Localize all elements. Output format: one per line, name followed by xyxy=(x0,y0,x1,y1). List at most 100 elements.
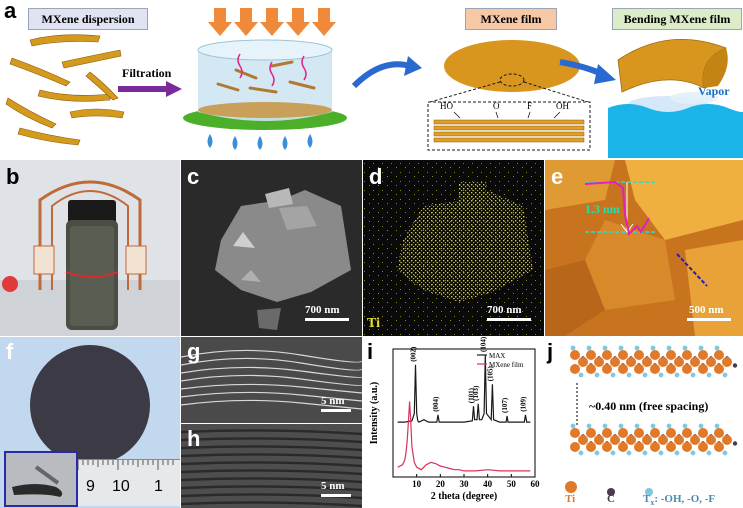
ti-atom-icon xyxy=(565,481,577,493)
xrd-peak-label-4: (104) xyxy=(479,337,487,352)
upper-layer-tx-atom xyxy=(618,345,624,351)
xrd-xtick-label-4: 50 xyxy=(507,479,517,489)
lower-layer-ti-atom xyxy=(690,435,700,445)
legend-c xyxy=(607,483,615,501)
vapor-label: Vapor xyxy=(698,84,730,98)
panel-d: d Ti 700 nm xyxy=(363,160,544,336)
upper-layer-c-atom xyxy=(732,363,738,368)
upper-layer-ti-atom xyxy=(602,364,612,374)
group-o: O xyxy=(493,101,500,111)
upper-layer-tx-atom xyxy=(698,345,704,351)
upper-layer-tx-atom xyxy=(570,345,576,351)
panel-e-label: e xyxy=(551,164,564,189)
lower-layer-tx-atom xyxy=(586,423,592,429)
filtration-label: Filtration xyxy=(122,66,172,80)
legend-tx-groups: : -OH, -O, -F xyxy=(654,493,716,505)
xrd-peak-label-5: (105) xyxy=(486,365,494,381)
lower-layer-tx-atom xyxy=(618,423,624,429)
panel-h-scale-bar xyxy=(321,494,351,497)
lower-layer-ti-atom xyxy=(714,428,724,438)
upper-layer-ti-atom xyxy=(570,364,580,374)
panel-f: 9 10 1 f xyxy=(0,337,180,508)
lower-layer-ti-atom xyxy=(682,442,692,452)
xrd-ylabel: Intensity (a.u.) xyxy=(369,382,380,445)
lower-layer-tx-atom xyxy=(626,450,632,456)
bent-film-inset-drawing xyxy=(12,465,63,497)
legend-ti-text: Ti xyxy=(565,493,576,505)
lower-layer-ti-atom xyxy=(642,435,652,445)
panel-f-label: f xyxy=(6,339,14,364)
panel-h: h 5 nm xyxy=(181,424,362,508)
afm-image xyxy=(545,160,743,336)
upper-layer-ti-atom xyxy=(594,357,604,367)
xrd-xtick-label-2: 30 xyxy=(460,479,470,489)
panel-g: g 5 nm xyxy=(181,337,362,423)
lower-layer-tx-atom xyxy=(658,450,664,456)
lower-layer-tx-atom xyxy=(634,423,640,429)
lower-layer-tx-atom xyxy=(674,450,680,456)
upper-layer-tx-atom xyxy=(690,372,696,378)
process-arrow-1 xyxy=(352,56,422,89)
upper-layer-tx-atom xyxy=(674,372,680,378)
lower-layer-tx-atom xyxy=(722,450,728,456)
legend-tx-symbol: T xyxy=(643,493,651,505)
xrd-legend-label-1: MXene film xyxy=(489,361,524,369)
lower-layer-tx-atom xyxy=(594,450,600,456)
upper-layer-tx-atom xyxy=(602,345,608,351)
upper-layer-tx-atom xyxy=(610,372,616,378)
upper-layer-tx-atom xyxy=(682,345,688,351)
tag-bending-mxene-film: Bending MXene film xyxy=(612,8,742,30)
upper-layer-ti-atom xyxy=(618,350,628,360)
lower-layer-ti-atom xyxy=(714,442,724,452)
panel-a: a MXene dispersion Filtration xyxy=(0,0,743,160)
lower-layer-ti-atom xyxy=(674,435,684,445)
upper-layer-ti-atom xyxy=(674,357,684,367)
lower-layer-ti-atom xyxy=(618,442,628,452)
panel-j-label: j xyxy=(547,339,554,364)
upper-layer-ti-atom xyxy=(658,357,668,367)
mxene-film-disk xyxy=(427,40,591,151)
panel-b-label: b xyxy=(6,164,20,189)
upper-layer-ti-atom xyxy=(634,364,644,374)
panel-h-label: h xyxy=(187,426,201,451)
lower-layer-ti-atom xyxy=(602,428,612,438)
panel-h-scale-text: 5 nm xyxy=(321,480,345,492)
xrd-xtick-label-0: 10 xyxy=(412,479,422,489)
lower-layer-ti-atom xyxy=(698,428,708,438)
panel-g-label: g xyxy=(187,339,201,364)
upper-layer-ti-atom xyxy=(666,364,676,374)
eds-ti-map xyxy=(363,160,544,336)
lower-layer-ti-atom xyxy=(570,428,580,438)
upper-layer-tx-atom xyxy=(706,372,712,378)
lower-layer-tx-atom xyxy=(602,423,608,429)
lower-layer-ti-atom xyxy=(658,435,668,445)
upper-layer-ti-atom xyxy=(698,350,708,360)
upper-layer-ti-atom xyxy=(650,364,660,374)
legend-tx xyxy=(645,483,653,501)
lower-layer-tx-atom xyxy=(706,450,712,456)
upper-layer-ti-atom xyxy=(618,364,628,374)
upper-layer-ti-atom xyxy=(610,357,620,367)
filtration-device xyxy=(183,8,347,150)
lower-layer-ti-atom xyxy=(682,428,692,438)
xrd-legend-label-0: MAX xyxy=(489,352,505,360)
upper-layer-ti-atom xyxy=(626,357,636,367)
upper-layer-ti-atom xyxy=(706,357,716,367)
bending-film-illustration xyxy=(608,39,743,158)
upper-layer-ti-atom xyxy=(586,364,596,374)
xrd-series-1 xyxy=(397,401,531,472)
xrd-peak-label-1: (004) xyxy=(432,396,440,412)
group-oh: OH xyxy=(556,101,569,111)
upper-layer-tx-atom xyxy=(650,345,656,351)
lower-layer-tx-atom xyxy=(578,450,584,456)
lower-layer-ti-atom xyxy=(570,442,580,452)
panel-c-label: c xyxy=(187,164,200,189)
upper-layer-tx-atom xyxy=(634,345,640,351)
legend-tx-text: Tx: -OH, -O, -F xyxy=(643,493,715,507)
lower-layer-tx-atom xyxy=(570,423,576,429)
ruler-label-10: 10 xyxy=(112,478,130,495)
panel-b: b xyxy=(0,160,180,336)
panel-e: e 1.3 nm 500 nm xyxy=(545,160,743,336)
panel-d-scale-text: 700 nm xyxy=(487,304,522,316)
